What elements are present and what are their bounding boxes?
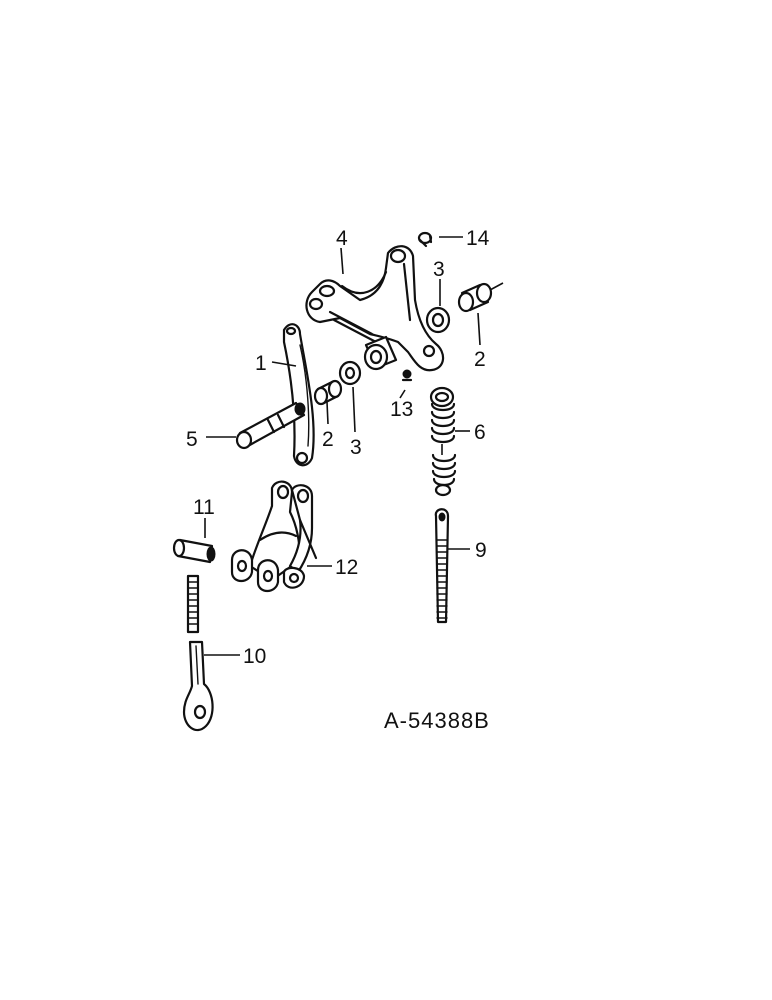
part-3-washer-left <box>338 360 362 386</box>
callout-12: 12 <box>335 556 358 579</box>
part-10-eye-bolt <box>182 574 214 732</box>
part-1-link <box>282 323 315 467</box>
leader-lines <box>204 236 481 656</box>
callout-9: 9 <box>475 539 487 562</box>
part-4-lever-bracket <box>305 245 445 372</box>
callout-13: 13 <box>390 398 413 421</box>
callout-6: 6 <box>474 421 486 444</box>
callout-1: 1 <box>255 352 267 375</box>
part-12-bracket <box>230 480 318 593</box>
callout-3-right: 3 <box>433 258 445 281</box>
part-2-bushing-left <box>313 379 343 406</box>
callout-2-right: 2 <box>474 348 486 371</box>
part-11-pin <box>172 538 216 564</box>
callout-5: 5 <box>186 428 198 451</box>
part-6-spring <box>429 386 457 497</box>
part-5-pin <box>235 401 306 450</box>
callout-3-left: 3 <box>350 436 362 459</box>
callout-14: 14 <box>466 227 490 250</box>
part-3-washer-right <box>425 306 451 334</box>
callout-10: 10 <box>243 645 266 668</box>
part-9-threaded-rod <box>434 508 450 624</box>
callout-11: 11 <box>193 496 215 519</box>
drawing-number: A-54388B <box>384 708 490 733</box>
callout-2-left: 2 <box>322 428 334 451</box>
part-2-bushing-right <box>457 282 504 313</box>
callout-4: 4 <box>336 227 348 250</box>
roller <box>363 335 398 371</box>
part-13-nut <box>401 369 413 382</box>
part-14-pin <box>417 231 433 248</box>
